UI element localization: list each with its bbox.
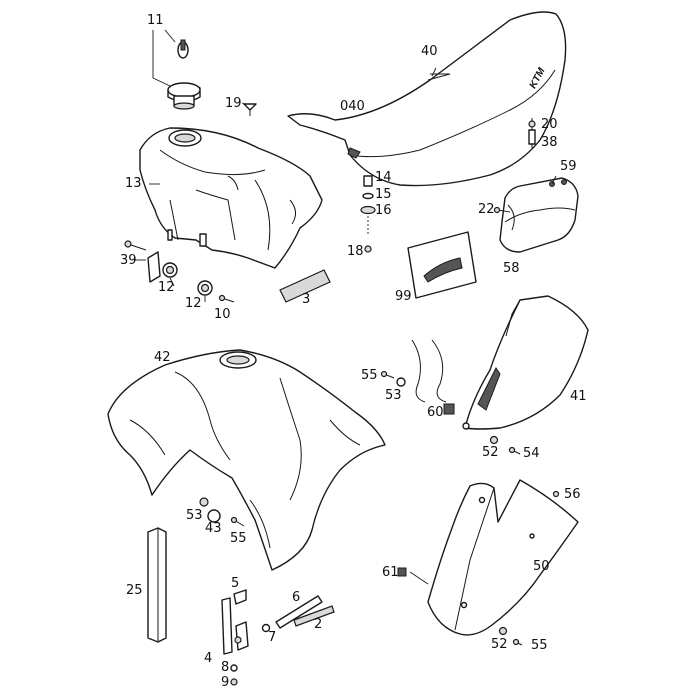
seat-bolt-20-38	[528, 118, 536, 148]
callout-55-mid: 55	[361, 368, 378, 383]
callout-54: 54	[523, 446, 540, 461]
callout-22: 22	[478, 202, 495, 217]
fuel-cap-11	[152, 29, 201, 110]
callout-6: 6	[292, 590, 301, 605]
callout-3: 3	[302, 292, 311, 307]
callout-41: 41	[570, 389, 587, 404]
cable-parts-55-53-60	[380, 339, 455, 415]
callout-61: 61	[382, 565, 399, 580]
callout-9: 9	[221, 675, 230, 690]
callout-040: 040	[340, 99, 365, 114]
callout-59: 59	[560, 159, 577, 174]
callout-10: 10	[214, 307, 231, 322]
callout-8: 8	[221, 660, 230, 675]
callout-7: 7	[268, 630, 277, 645]
callout-43: 43	[205, 521, 222, 536]
callout-56: 56	[564, 487, 581, 502]
callout-52-upper: 52	[482, 445, 499, 460]
tool-bag-58	[493, 175, 579, 253]
callout-55-left: 55	[230, 531, 247, 546]
leader-lines	[134, 67, 437, 302]
callout-25: 25	[126, 583, 143, 598]
foam-strip-25	[147, 527, 167, 643]
callout-5: 5	[231, 576, 240, 591]
callout-53-mid: 53	[385, 388, 402, 403]
fuel-tank-13	[139, 127, 323, 269]
callout-12-right: 12	[185, 296, 202, 311]
bracket-assembly-4-9	[221, 589, 335, 686]
callout-58: 58	[503, 261, 520, 276]
callout-60: 60	[427, 405, 444, 420]
callout-4: 4	[204, 651, 213, 666]
callout-15: 15	[375, 187, 392, 202]
callout-53-left: 53	[186, 508, 203, 523]
number-plate-50	[397, 479, 579, 646]
callout-16: 16	[375, 203, 392, 218]
mounting-parts-39-12-10	[124, 240, 235, 303]
callout-99: 99	[395, 289, 412, 304]
vent-valve-19	[243, 103, 257, 116]
side-cover-41	[462, 295, 589, 455]
callout-13: 13	[125, 176, 142, 191]
screw-set-14-15-16-18	[360, 175, 376, 253]
callout-50: 50	[533, 559, 550, 574]
decal-99	[407, 231, 477, 299]
tank-spoiler-42	[107, 349, 386, 571]
shroud-fasteners-53-43-55	[199, 497, 245, 527]
callout-39: 39	[120, 253, 137, 268]
callout-2: 2	[314, 617, 323, 632]
callout-11: 11	[147, 13, 164, 28]
callout-52-lower: 52	[491, 637, 508, 652]
callout-42: 42	[154, 350, 171, 365]
seat-40: KTM	[287, 11, 567, 187]
callout-14: 14	[375, 170, 392, 185]
callout-18: 18	[347, 244, 364, 259]
callout-19: 19	[225, 96, 242, 111]
callout-55-lower: 55	[531, 638, 548, 653]
strip-3	[279, 269, 331, 303]
callout-40: 40	[421, 44, 438, 59]
callout-12-left: 12	[158, 280, 175, 295]
callout-20: 20	[541, 117, 558, 132]
callout-38: 38	[541, 135, 558, 150]
